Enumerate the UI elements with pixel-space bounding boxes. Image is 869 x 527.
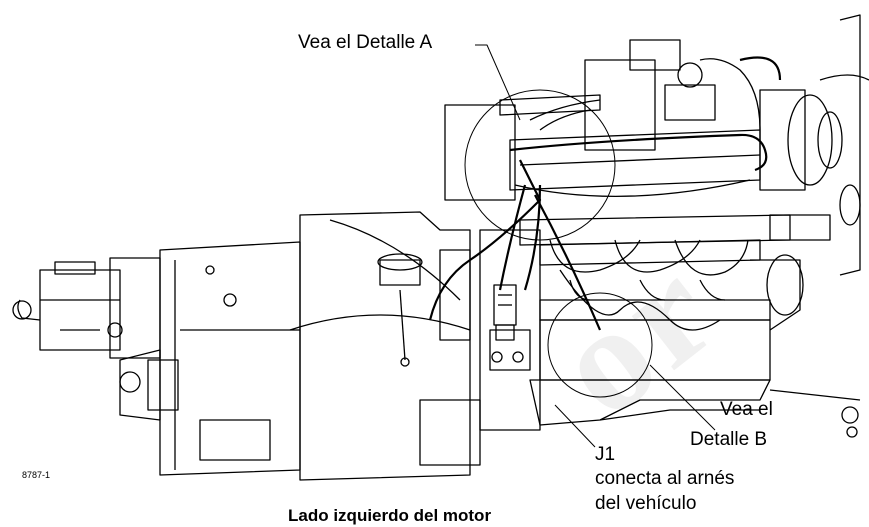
figure-caption: Lado izquierdo del motor — [288, 506, 492, 525]
hydraulic-pump — [12, 257, 161, 359]
j1-description-line1: conecta al arnés — [595, 468, 735, 489]
wiring-harness — [428, 56, 782, 331]
leader-lines — [475, 44, 716, 448]
detail-b-label-line1: Vea el — [720, 399, 773, 420]
j1-description-line2: del vehículo — [595, 493, 697, 514]
detail-a-label: Vea el Detalle A — [298, 32, 433, 53]
detail-b-label-line2: Detalle B — [690, 429, 768, 450]
j1-connector — [493, 284, 517, 341]
j1-label: J1 — [595, 444, 616, 465]
figure-id: 8787-1 — [22, 470, 51, 480]
detail-a-circle — [464, 89, 616, 241]
intake-manifold — [444, 39, 761, 201]
detail-b-circle — [547, 292, 653, 398]
bell-housing — [289, 211, 481, 481]
exhaust-manifold — [549, 239, 749, 331]
front-pulleys — [750, 14, 869, 438]
